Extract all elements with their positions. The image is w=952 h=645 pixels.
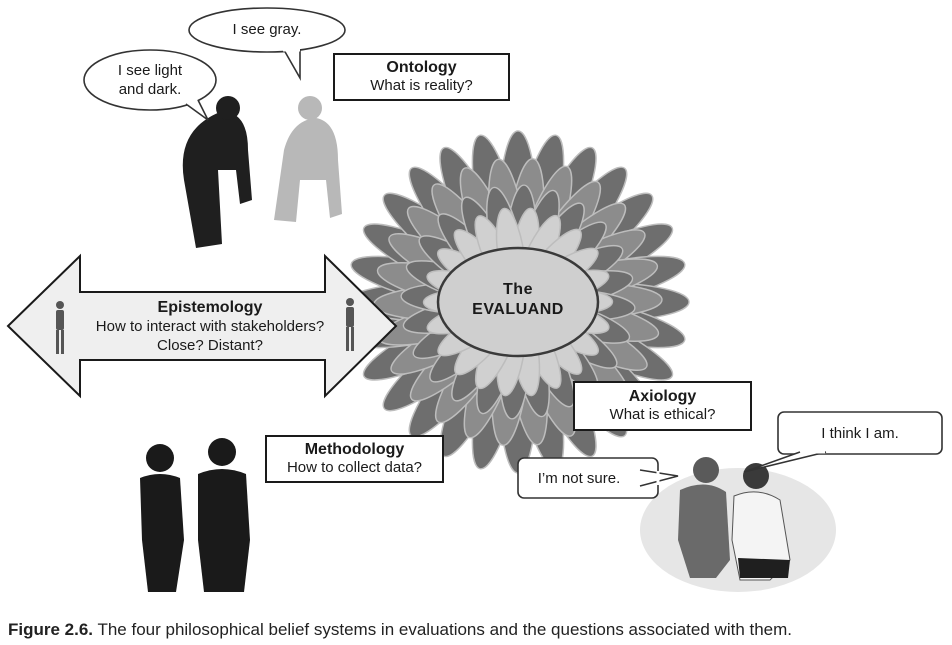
- axiology-question: What is ethical?: [609, 406, 716, 423]
- bubble-text-not-sure: I’m not sure.: [537, 470, 621, 487]
- caption-label: Figure 2.6.: [8, 620, 94, 639]
- evaluand-label: The EVALUAND: [448, 280, 588, 320]
- methodology-title: Methodology: [304, 441, 405, 458]
- axiology-title: Axiology: [628, 388, 697, 405]
- speech-bubble-not-sure: [517, 457, 679, 499]
- epistemology-text: Epistemology How to interact with stakeh…: [80, 298, 340, 355]
- people-light-and-dark-icon: [182, 96, 342, 249]
- methodology-question: How to collect data?: [286, 459, 423, 476]
- small-person-right-icon: [346, 298, 354, 351]
- evaluand-line2: EVALUAND: [472, 301, 564, 318]
- speech-bubble-light-dark: [83, 49, 217, 121]
- caption-text: The four philosophical belief systems in…: [97, 620, 793, 639]
- epistemology-question-2: Close? Distant?: [157, 337, 263, 354]
- ontology-title: Ontology: [386, 59, 457, 76]
- evaluand-line1: The: [503, 281, 533, 298]
- methodology-box: Methodology How to collect data?: [265, 435, 444, 483]
- speech-bubble-think: [743, 411, 943, 473]
- figure-caption: Figure 2.6. The four philosophical belie…: [8, 620, 792, 640]
- speech-bubble-gray: [188, 7, 346, 82]
- bubble-text-light-dark: I see light and dark.: [90, 61, 210, 99]
- bubble-text-think: I think I am.: [821, 425, 899, 442]
- bubble-text-light-line1: I see light: [117, 62, 183, 79]
- epistemology-double-arrow: [6, 253, 398, 399]
- bubble-text-gray: I see gray.: [232, 21, 302, 38]
- axiology-box: Axiology What is ethical?: [573, 381, 752, 431]
- epistemology-title: Epistemology: [157, 299, 263, 316]
- ontology-question: What is reality?: [370, 77, 473, 94]
- people-axiology-icon: [640, 457, 836, 592]
- bubble-text-light-line2: and dark.: [118, 81, 182, 98]
- small-person-left-icon: [56, 301, 64, 354]
- evaluand-oval: [436, 246, 600, 358]
- ontology-box: Ontology What is reality?: [333, 53, 510, 101]
- people-methodology-icon: [140, 438, 250, 592]
- epistemology-question-1: How to interact with stakeholders?: [95, 318, 325, 335]
